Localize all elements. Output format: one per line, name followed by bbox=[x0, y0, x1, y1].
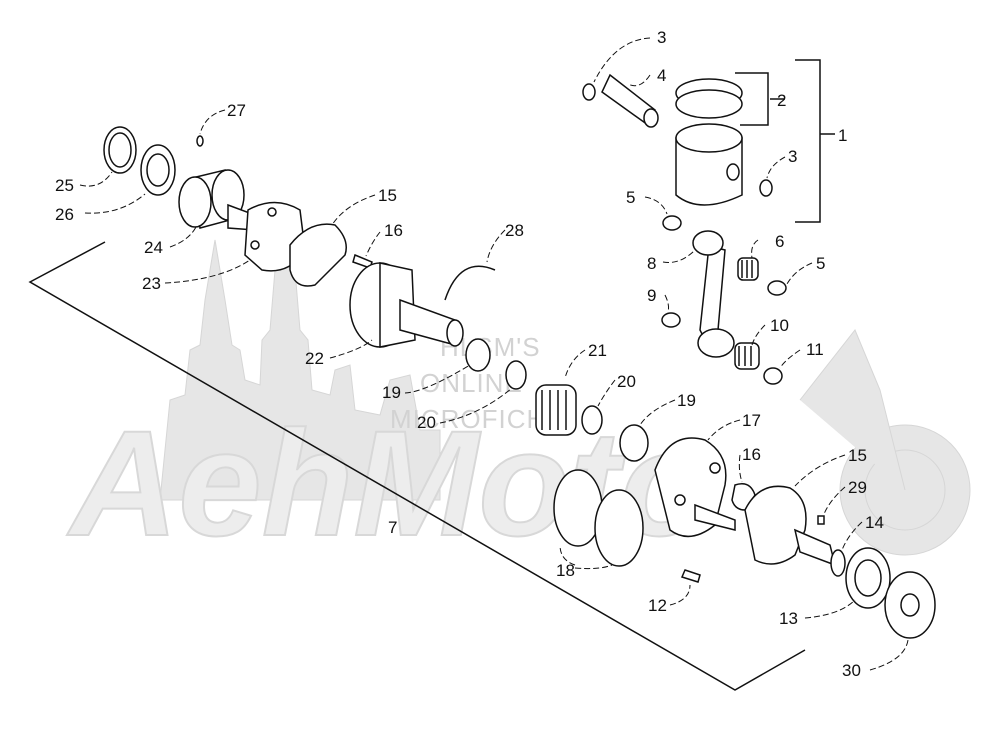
callout-8: 8 bbox=[647, 254, 656, 273]
callout-10: 10 bbox=[770, 316, 789, 335]
piston bbox=[675, 123, 743, 206]
callout-18: 18 bbox=[556, 561, 575, 580]
callout-3: 3 bbox=[657, 28, 666, 47]
callout-14: 15 bbox=[848, 446, 867, 465]
small-end-needle-bearing bbox=[737, 257, 759, 281]
thrust-washer-right bbox=[767, 280, 787, 296]
callout-13: 14 bbox=[865, 513, 884, 532]
callout-20: 20 bbox=[417, 413, 436, 432]
watermark-fork bbox=[799, 329, 906, 491]
assembly-bracket-7 bbox=[28, 241, 806, 691]
woodruff-key bbox=[817, 515, 825, 525]
callout-19: 19 bbox=[677, 391, 696, 410]
callout-21: 21 bbox=[588, 341, 607, 360]
callout-16: 12 bbox=[648, 596, 667, 615]
watermark-line-3: MICROFICHE bbox=[390, 404, 565, 434]
watermark-line-2: ONLINE bbox=[420, 368, 523, 398]
piston-pin bbox=[601, 73, 659, 128]
callout-3: 3 bbox=[788, 147, 797, 166]
watermark: AehMoto HLSM'S ONLINE MICROFICHE bbox=[65, 233, 971, 568]
leader-lines bbox=[79, 37, 909, 671]
parts bbox=[103, 73, 936, 639]
web-screw-lower bbox=[680, 569, 701, 583]
callout-22: 22 bbox=[305, 349, 324, 368]
callout-2: 2 bbox=[777, 91, 786, 110]
callout-17: 17 bbox=[742, 411, 761, 430]
callout-11: 11 bbox=[806, 340, 824, 359]
thrust-washer-big-end bbox=[763, 367, 783, 385]
callout-28: 28 bbox=[505, 221, 524, 240]
callout-26: 26 bbox=[55, 205, 74, 224]
center-needle-bearing bbox=[535, 384, 577, 436]
piston-ring-lower bbox=[675, 89, 743, 119]
callout-1: 1 bbox=[838, 126, 847, 145]
callout-24: 24 bbox=[144, 238, 163, 257]
callout-16: 16 bbox=[384, 221, 403, 240]
labyrinth-seal-right bbox=[619, 424, 649, 462]
seal-ring-b bbox=[594, 489, 644, 567]
thrust-washer-lower bbox=[661, 312, 681, 328]
callout-9: 9 bbox=[647, 286, 656, 305]
big-end-needle-bearing bbox=[734, 342, 760, 370]
retainer-ring-mag bbox=[830, 549, 846, 577]
thrust-washer-center-right bbox=[581, 405, 603, 435]
dowel-pin bbox=[196, 135, 204, 147]
callout-5: 5 bbox=[626, 188, 635, 207]
mag-oil-seal bbox=[884, 571, 936, 639]
retaining-ring bbox=[444, 265, 496, 301]
callout-15: 15 bbox=[378, 186, 397, 205]
callout-25: 25 bbox=[55, 176, 74, 195]
callout-15: 16 bbox=[742, 445, 761, 464]
callout-7: 7 bbox=[388, 518, 397, 537]
callout-20: 20 bbox=[617, 372, 636, 391]
labyrinth-seal-left bbox=[465, 338, 491, 372]
callout-19: 19 bbox=[382, 383, 401, 402]
crank-web-pto bbox=[289, 223, 347, 287]
mag-ball-bearing bbox=[845, 547, 891, 609]
callouts: 3 4 2 1 3 5 6 5 8 9 10 11 27 25 26 24 23… bbox=[55, 28, 884, 680]
crank-half-mag bbox=[744, 485, 837, 567]
callout-23: 23 bbox=[142, 274, 161, 293]
connecting-rod bbox=[692, 230, 735, 358]
callout-4: 4 bbox=[657, 66, 666, 85]
callout-29: 29 bbox=[848, 478, 867, 497]
piston-pin-circlip-right bbox=[759, 179, 773, 197]
callout-30: 30 bbox=[842, 661, 861, 680]
callout-5: 5 bbox=[816, 254, 825, 273]
thrust-washer-center-left bbox=[505, 360, 527, 390]
callout-27: 27 bbox=[227, 101, 246, 120]
thrust-washer-upper bbox=[662, 215, 682, 231]
piston-pin-circlip bbox=[582, 83, 596, 101]
callout-6: 6 bbox=[775, 232, 784, 251]
crank-center-section bbox=[349, 262, 464, 348]
callout-12: 13 bbox=[779, 609, 798, 628]
piston-brackets bbox=[735, 59, 835, 223]
